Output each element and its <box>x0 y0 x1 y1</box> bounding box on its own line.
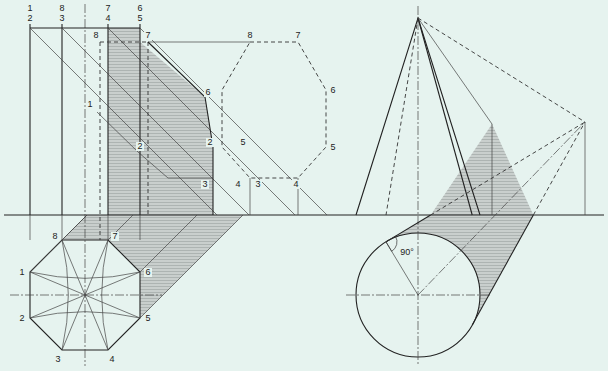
axis-line <box>418 6 419 366</box>
projection-line <box>108 215 109 240</box>
shadow-tangent-extension <box>431 122 585 215</box>
prism-edge <box>139 24 140 215</box>
point-number: 3 <box>254 180 261 189</box>
light-ray <box>140 215 243 318</box>
projection-line <box>62 215 63 240</box>
apex-ray-elevation <box>418 18 492 124</box>
light-ray <box>140 215 197 272</box>
point-number: 5 <box>239 138 246 147</box>
light-ray <box>108 28 295 215</box>
point-number: 5 <box>144 314 151 323</box>
angle-arc <box>386 236 397 251</box>
shadow-generator <box>386 18 418 215</box>
axis-line <box>346 295 492 296</box>
prism-top <box>30 27 140 28</box>
projection-line <box>140 215 141 240</box>
prism-edge <box>61 24 62 215</box>
light-ray <box>30 215 87 272</box>
point-number: 7 <box>104 4 111 13</box>
axis-line <box>85 4 86 366</box>
point-number: 5 <box>329 143 336 152</box>
point-number: 6 <box>136 4 143 13</box>
light-ray <box>30 28 217 215</box>
point-number: 8 <box>246 31 253 40</box>
point-number: 2 <box>18 314 25 323</box>
point-number: 1 <box>26 4 33 13</box>
point-number: 4 <box>104 14 111 23</box>
projection-line <box>250 178 251 215</box>
ground-line <box>4 214 604 215</box>
point-number: 6 <box>329 86 336 95</box>
point-number: 7 <box>111 232 118 241</box>
axis-line <box>10 295 162 296</box>
point-number: 3 <box>58 14 65 23</box>
point-number: 3 <box>54 355 61 364</box>
apex-ray-elevation <box>418 18 585 122</box>
shadow-outline <box>148 42 213 215</box>
hidden-edge <box>100 42 101 240</box>
point-number: 2 <box>26 14 33 23</box>
shadow-line <box>97 112 213 178</box>
shadow-generator <box>418 18 472 215</box>
point-number: 8 <box>51 232 58 241</box>
prism-edge <box>29 24 30 215</box>
point-number: 1 <box>18 268 25 277</box>
point-number: 4 <box>234 180 241 189</box>
point-number: 4 <box>108 355 115 364</box>
projection-line <box>585 122 586 215</box>
prism-edge <box>107 24 108 215</box>
shadow-edge <box>100 42 148 43</box>
construction-line <box>148 42 250 43</box>
point-number: 2 <box>206 138 213 147</box>
projection-line <box>30 215 31 240</box>
angle-label: 90° <box>399 248 415 257</box>
point-number: 8 <box>92 31 99 40</box>
light-ray <box>108 215 133 240</box>
point-number: 5 <box>136 14 143 23</box>
apex-ray-plan <box>418 122 585 295</box>
own-shadow-face <box>108 28 140 215</box>
point-number: 1 <box>86 100 93 109</box>
shadow-tangent <box>472 215 533 325</box>
cast-shadow-plan <box>62 215 243 318</box>
cone-shadow-plan <box>386 215 533 325</box>
virtual-shadow-octagon <box>222 42 326 178</box>
cone-shadow-elevation <box>431 124 534 215</box>
drawing-part <box>4 4 604 366</box>
point-number: 6 <box>144 268 151 277</box>
point-number: 3 <box>201 180 208 189</box>
drawing-part <box>62 28 533 325</box>
point-number: 4 <box>292 180 299 189</box>
point-number: 7 <box>144 31 151 40</box>
light-ray <box>140 28 327 215</box>
light-ray <box>62 28 249 215</box>
point-number: 2 <box>136 142 143 151</box>
point-number: 7 <box>294 31 301 40</box>
projection-line <box>492 124 493 215</box>
hidden-edge <box>148 42 149 215</box>
shadow-tangent-extension <box>533 122 585 215</box>
cast-shadow-elevation <box>140 42 213 215</box>
point-number: 6 <box>204 88 211 97</box>
point-number: 8 <box>58 4 65 13</box>
